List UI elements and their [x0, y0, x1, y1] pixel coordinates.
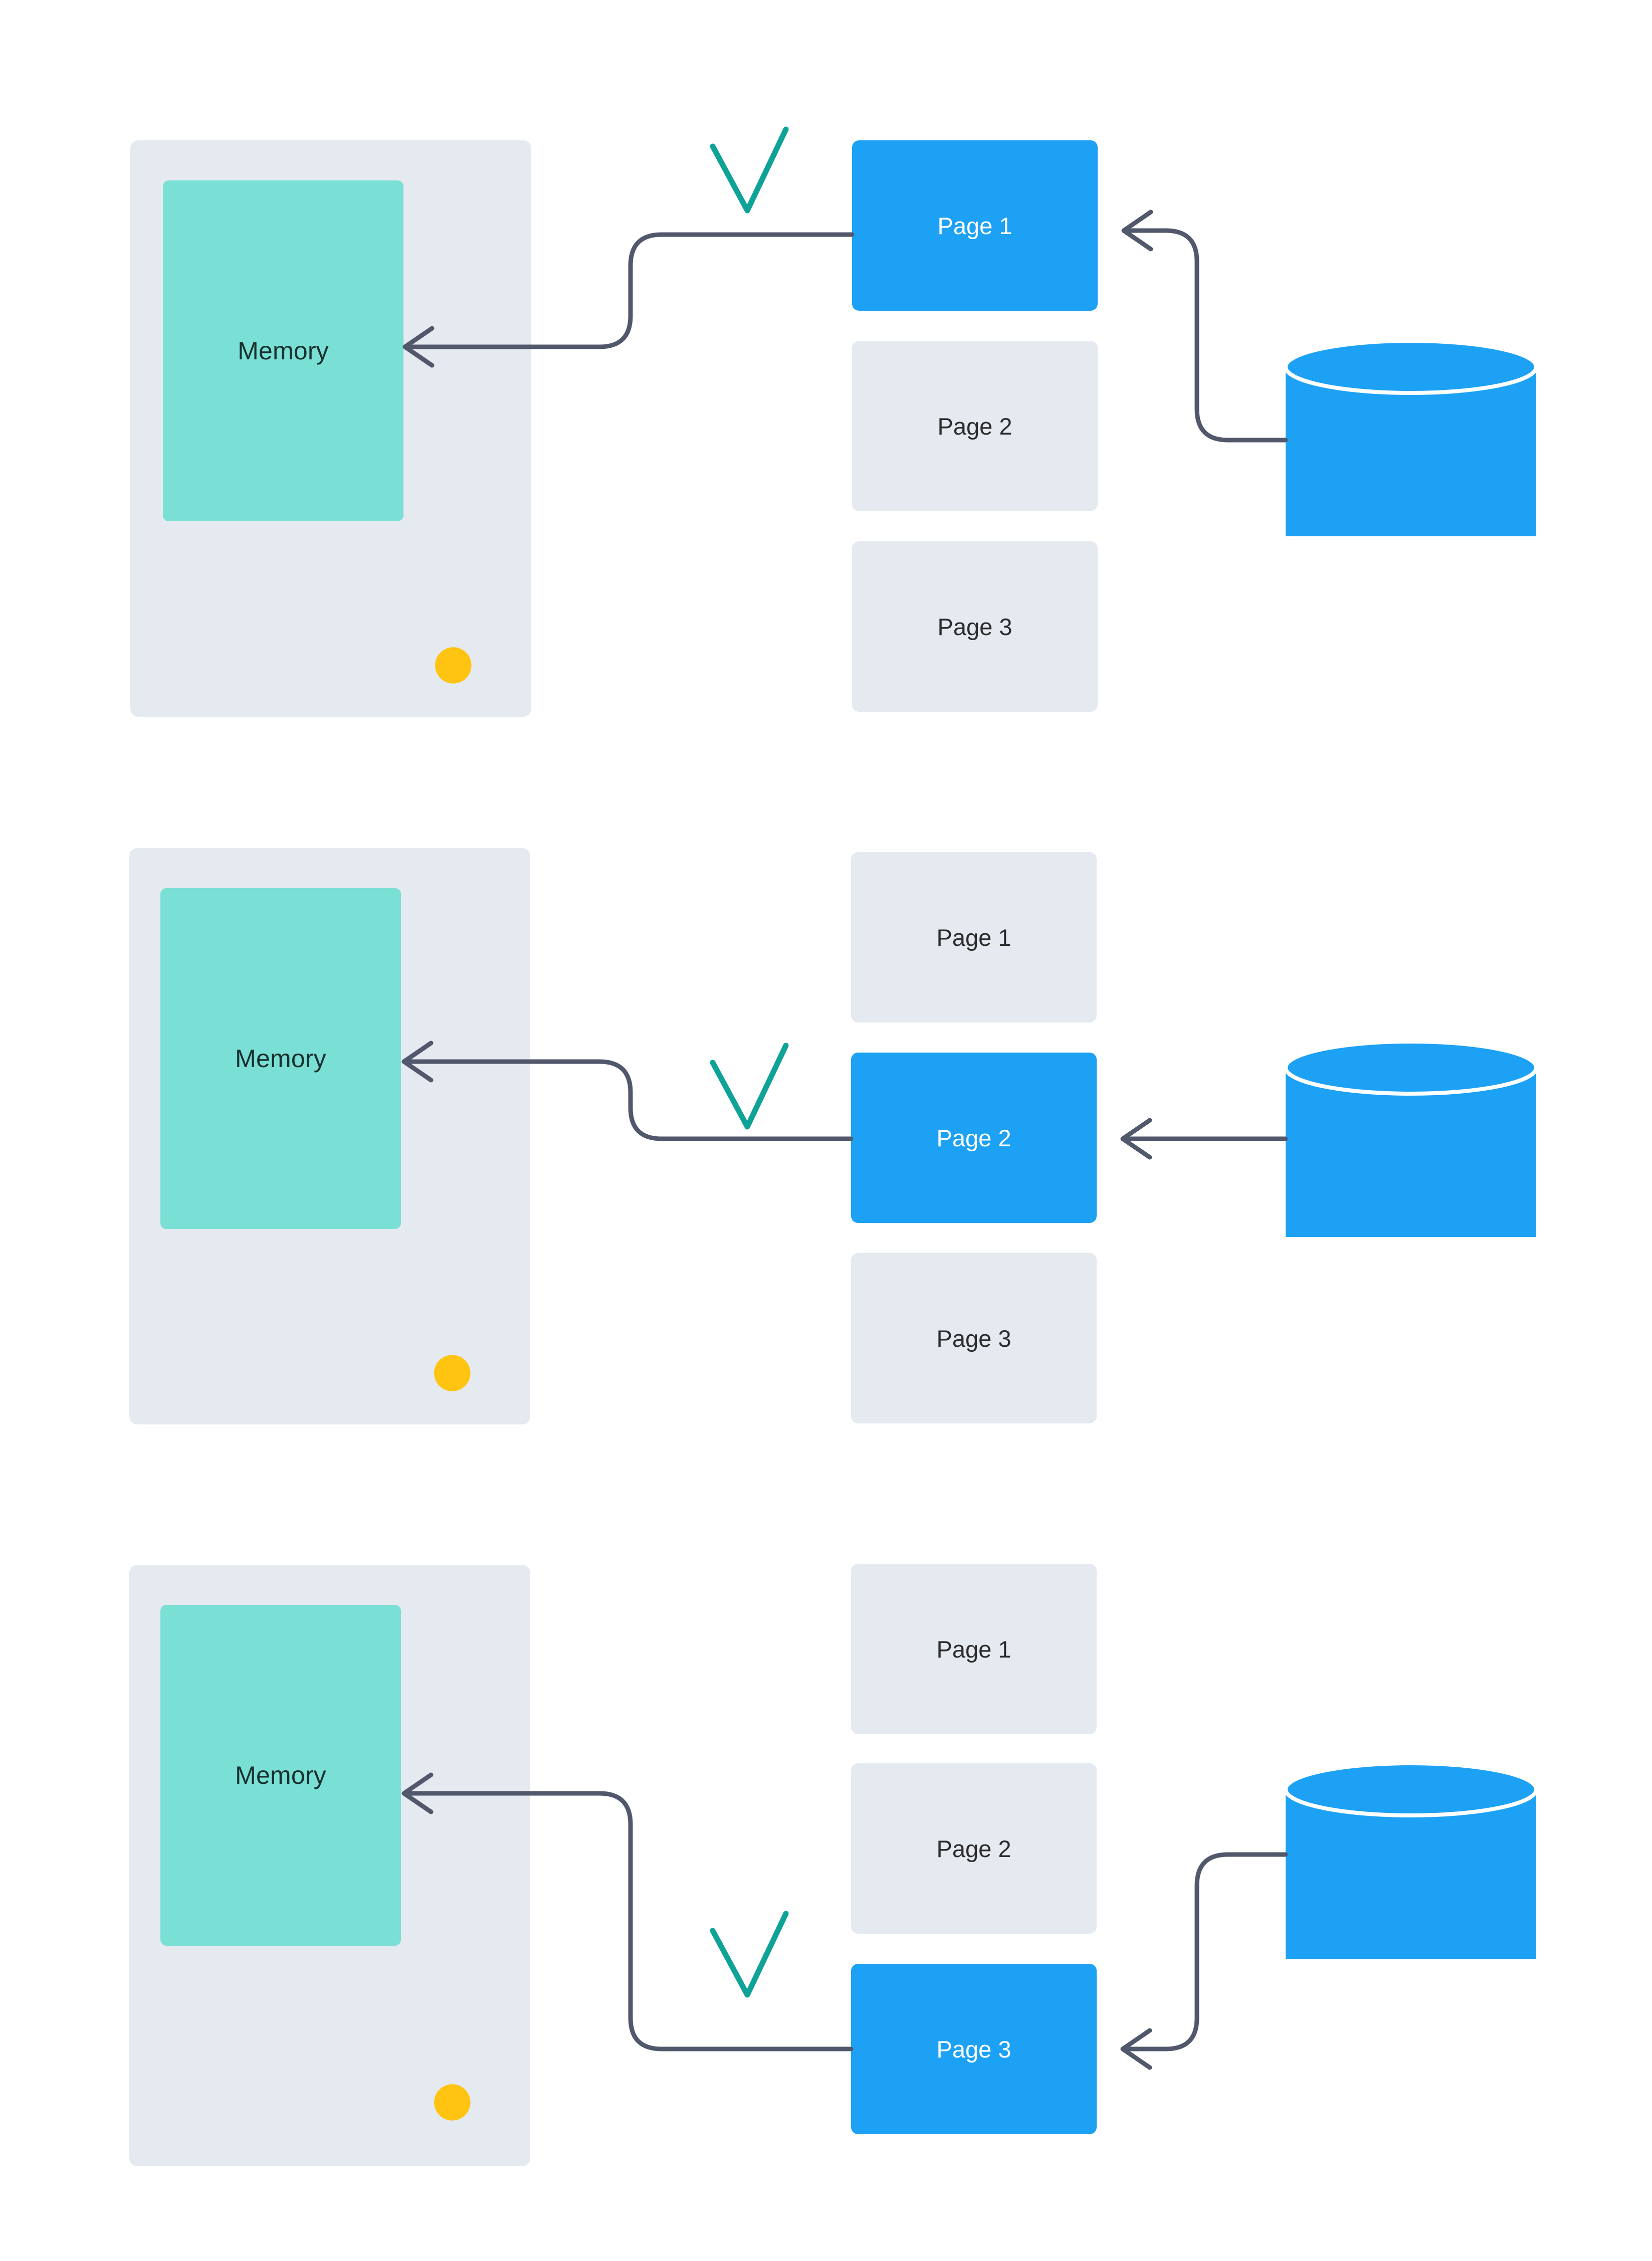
- panel-step-3: Memory Page 1 Page 2 Page 3: [0, 0, 1652, 2166]
- page-box-3[interactable]: Page 3: [852, 541, 1098, 712]
- data-source-label: Data Source: [1596, 432, 1652, 458]
- memory-label: Memory: [235, 1045, 326, 1073]
- data-source-cylinder[interactable]: Data Source: [1284, 1761, 1652, 1964]
- page-box-1[interactable]: Page 1: [852, 140, 1098, 311]
- data-source-cylinder[interactable]: Data Source: [1284, 339, 1652, 541]
- data-source-label: Data Source: [1596, 1132, 1652, 1159]
- page-label: Page 3: [936, 1325, 1011, 1352]
- page-label: Page 2: [936, 1124, 1011, 1151]
- data-source-label: Data Source: [1596, 1854, 1652, 1881]
- checkmark-icon: [710, 1911, 789, 1998]
- data-source-cylinder[interactable]: Data Source: [1284, 1040, 1652, 1242]
- page-box-2[interactable]: Page 2: [851, 1053, 1097, 1223]
- page-box-2[interactable]: Page 2: [852, 341, 1098, 511]
- page-label: Page 1: [936, 924, 1011, 951]
- page-label: Page 2: [936, 1835, 1011, 1862]
- memory-label: Memory: [235, 1761, 326, 1789]
- page-box-1[interactable]: Page 1: [851, 1564, 1097, 1734]
- page-label: Page 2: [937, 413, 1012, 440]
- memory-container: Memory: [129, 1565, 530, 2166]
- page-box-2[interactable]: Page 2: [851, 1763, 1097, 1934]
- memory-label: Memory: [238, 337, 329, 365]
- memory-box[interactable]: Memory: [163, 180, 403, 521]
- page-label: Page 1: [937, 212, 1012, 239]
- memory-container: Memory: [129, 848, 530, 1424]
- page-label: Page 3: [937, 613, 1012, 640]
- brand-crescent-logo: [428, 2066, 500, 2139]
- brand-crescent-logo: [429, 629, 501, 702]
- page-label: Page 3: [936, 2035, 1011, 2063]
- checkmark-icon: [710, 1043, 789, 1130]
- page-label: Page 1: [936, 1635, 1011, 1663]
- page-box-1[interactable]: Page 1: [851, 852, 1097, 1022]
- memory-box[interactable]: Memory: [160, 1605, 401, 1946]
- memory-box[interactable]: Memory: [160, 888, 401, 1229]
- brand-crescent-logo: [428, 1337, 500, 1409]
- page-box-3[interactable]: Page 3: [851, 1253, 1097, 1423]
- page-box-3[interactable]: Page 3: [851, 1964, 1097, 2134]
- arrow-datasource-to-page2: [1120, 1118, 1288, 1160]
- arrow-datasource-to-page3: [1120, 1852, 1288, 2070]
